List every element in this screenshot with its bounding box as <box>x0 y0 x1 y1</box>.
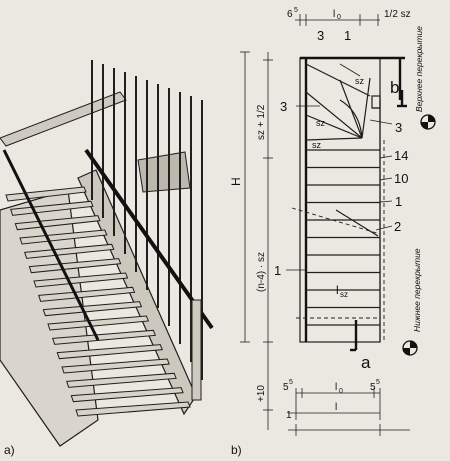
mark-10: 10 <box>394 171 408 186</box>
mark-2: 2 <box>394 219 401 234</box>
stair-treads <box>5 186 191 417</box>
section-line-upper <box>291 207 381 235</box>
svg-text:0: 0 <box>339 388 343 395</box>
top-dim-d2: l <box>333 9 335 20</box>
top-dim-d1: 6 <box>287 9 293 20</box>
mark-1-top: 1 <box>344 28 351 43</box>
tread <box>42 301 143 317</box>
top-dim-d3: 1/2 sz <box>384 9 411 20</box>
winder-label-2: sz <box>316 118 326 128</box>
balusters <box>91 60 203 380</box>
mark-b: b <box>390 78 399 97</box>
tread <box>75 401 191 417</box>
bottom-dim-label: +10 <box>256 385 267 402</box>
tread <box>51 329 157 345</box>
winder-label-1: sz <box>355 76 365 86</box>
tread <box>14 215 101 231</box>
newel-post <box>191 299 202 401</box>
bottom-dim-one: 1 <box>286 410 292 421</box>
bottom-dim-right: 5 <box>370 382 376 393</box>
mark-1-left: 1 <box>274 263 281 278</box>
mark-1-right: 1 <box>395 194 402 209</box>
upper-floor-note: Верхнее перекрытие <box>414 26 424 112</box>
upper-level-symbol <box>420 114 436 130</box>
handrail <box>84 148 214 330</box>
svg-text:5: 5 <box>376 379 380 386</box>
bottom-dim-mid: l <box>335 382 337 393</box>
mark-3-left: 3 <box>280 99 287 114</box>
bottom-dim-total: l <box>335 402 337 413</box>
flight-length-label: l <box>336 283 339 297</box>
tread <box>37 286 136 302</box>
svg-text:5: 5 <box>294 7 298 14</box>
upper-dim-label: sz + 1/2 <box>256 104 267 140</box>
tread <box>47 315 150 331</box>
tread <box>65 372 177 388</box>
mark-3-top: 3 <box>317 28 324 43</box>
lower-floor-note: Нижнее перекрытие <box>412 248 422 332</box>
svg-text:0: 0 <box>337 14 341 21</box>
panel-b-caption: b) <box>231 443 242 457</box>
height-dim-label: H <box>229 177 243 186</box>
tread <box>28 258 122 274</box>
tread <box>56 344 163 360</box>
tread <box>23 243 115 259</box>
lower-dim-label: (n-4) · sz <box>256 252 267 292</box>
svg-text:sz: sz <box>340 290 348 299</box>
straight-flight-treads <box>306 149 380 326</box>
tread <box>33 272 129 288</box>
tread <box>61 358 170 374</box>
winder-steps <box>305 63 381 141</box>
mark-a: a <box>361 353 371 372</box>
lower-level-symbol <box>402 340 418 356</box>
tread <box>70 387 184 403</box>
tread <box>9 200 94 216</box>
tread <box>19 229 108 245</box>
wall-handrail <box>2 149 100 341</box>
bottom-dim-left: 5 <box>283 382 289 393</box>
mark-14: 14 <box>394 148 408 163</box>
winder-label-3: sz <box>312 140 322 150</box>
mark-3-right: 3 <box>395 120 402 135</box>
svg-text:5: 5 <box>289 379 293 386</box>
panel-a-caption: a) <box>4 443 15 457</box>
